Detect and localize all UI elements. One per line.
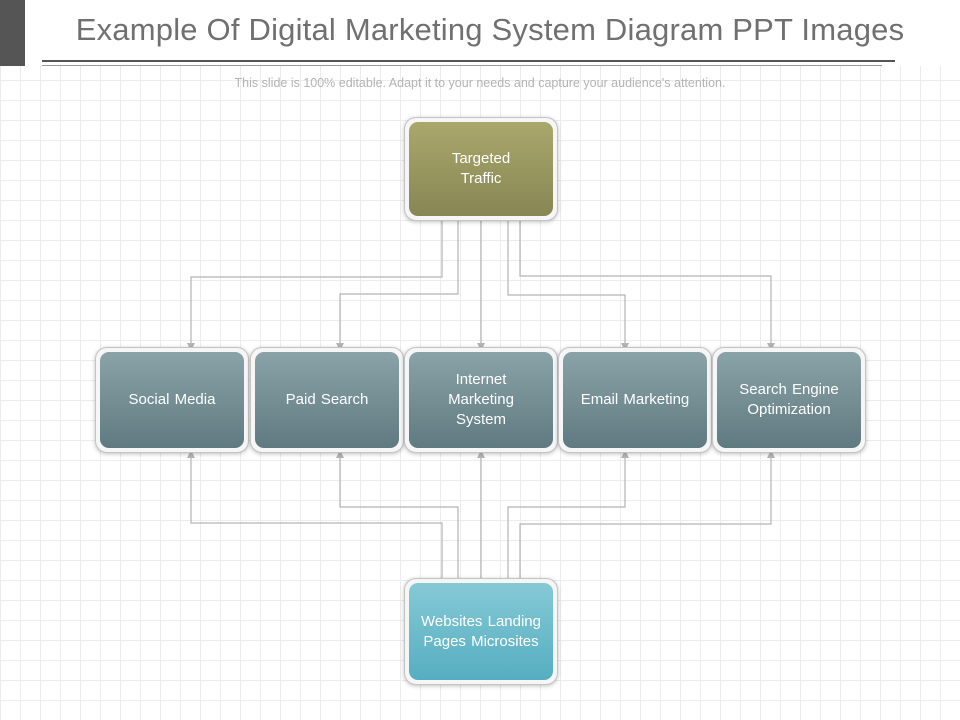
node-targeted-traffic-label: Targeted Traffic xyxy=(409,122,553,216)
node-social-media-label: Social Media xyxy=(100,352,244,448)
connector-bottom-to-seo xyxy=(519,450,775,578)
node-email-marketing: Email Marketing xyxy=(558,347,712,453)
node-internet-marketing-system-label: Internet Marketing System xyxy=(409,352,553,448)
title-area xyxy=(0,0,960,66)
node-search-engine-optimization: Search Engine Optimization xyxy=(712,347,866,453)
node-websites-landing-pages-label: Websites Landing Pages Microsites xyxy=(409,583,553,680)
node-paid-search: Paid Search xyxy=(250,347,404,453)
node-targeted-traffic: Targeted Traffic xyxy=(404,117,558,221)
node-websites-landing-pages: Websites Landing Pages Microsites xyxy=(404,578,558,685)
connector-bottom-to-paid-search xyxy=(336,450,459,578)
node-internet-marketing-system: Internet Marketing System xyxy=(404,347,558,453)
node-social-media: Social Media xyxy=(95,347,249,453)
connector-top-to-email-marketing xyxy=(507,221,629,351)
corner-accent-bar xyxy=(0,0,25,66)
connector-bottom-to-email-marketing xyxy=(507,450,629,578)
node-paid-search-label: Paid Search xyxy=(255,352,399,448)
connector-bottom-to-social-media xyxy=(187,450,443,578)
slide-title: Example Of Digital Marketing System Diag… xyxy=(75,12,905,47)
connector-top-to-paid-search xyxy=(336,221,459,351)
title-underline xyxy=(42,60,895,62)
node-email-marketing-label: Email Marketing xyxy=(563,352,707,448)
title-underline-thin xyxy=(42,65,882,66)
connector-top-to-seo xyxy=(519,221,775,351)
slide-subtitle: This slide is 100% editable. Adapt it to… xyxy=(234,76,726,90)
connector-top-to-social-media xyxy=(187,221,443,351)
node-search-engine-optimization-label: Search Engine Optimization xyxy=(717,352,861,448)
